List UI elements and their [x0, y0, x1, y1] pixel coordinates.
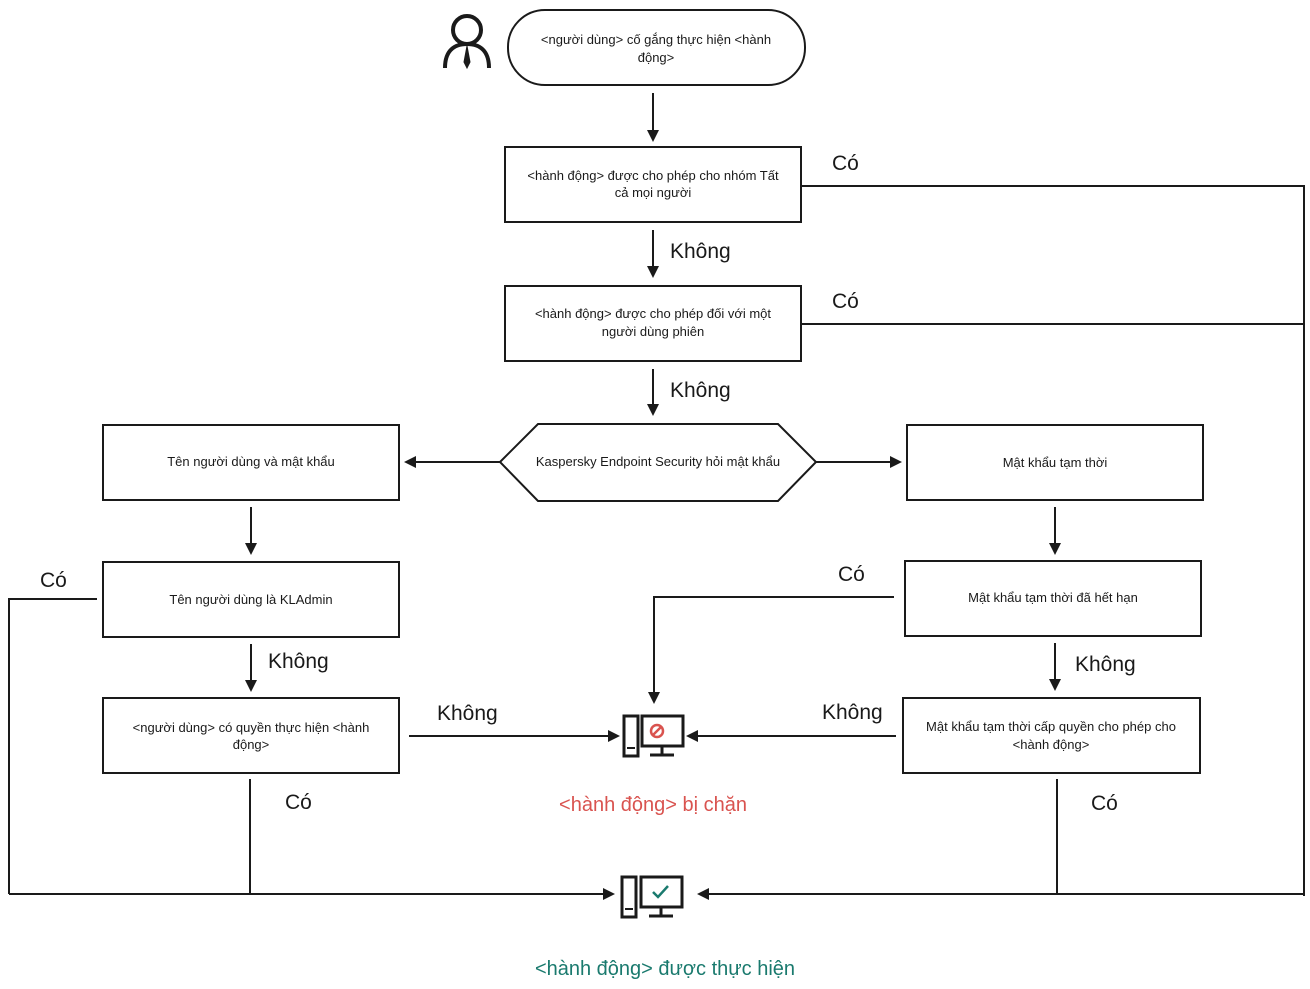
all-group-check: <hành động> được cho phép cho nhóm Tất c…: [504, 146, 802, 223]
session-user-check: <hành động> được cho phép đối với một ng…: [504, 285, 802, 362]
computer-blocked-icon: [622, 714, 685, 758]
label-no-user-rights: Không: [437, 702, 498, 725]
label-yes-kladmin: Có: [40, 569, 67, 592]
user-rights-line2: động>: [233, 737, 270, 752]
line-yes-all-group: [801, 185, 1305, 896]
label-no-temp-grants: Không: [822, 701, 883, 724]
all-group-line2: cả mọi người: [615, 185, 692, 200]
session-user-line1: <hành động> được cho phép đối với một: [535, 306, 771, 321]
outcome-blocked-label: <hành động> bị chặn: [559, 794, 747, 816]
label-no-temp-expired: Không: [1075, 653, 1136, 676]
line-yes-kladmin: [8, 598, 97, 894]
outcome-allowed-label: <hành động> được thực hiện: [535, 958, 795, 980]
label-no-kladmin: Không: [268, 650, 329, 673]
label-no-session: Không: [670, 379, 731, 402]
session-user-line2: người dùng phiên: [602, 324, 705, 339]
ask-password-text: Kaspersky Endpoint Security hỏi mật khẩu: [536, 454, 780, 469]
label-yes-all-group: Có: [832, 152, 859, 175]
start-node-line1: <người dùng> cố gắng thực hiện <hành: [541, 32, 771, 47]
kladmin-check: Tên người dùng là KLAdmin: [102, 561, 400, 638]
all-group-line1: <hành động> được cho phép cho nhóm Tất: [527, 168, 779, 183]
computer-allowed-icon: [620, 875, 684, 919]
label-yes-temp-expired: Có: [838, 563, 865, 586]
temp-grants-line1: Mật khẩu tạm thời cấp quyền cho phép cho: [926, 719, 1176, 734]
label-no-all-group: Không: [670, 240, 731, 263]
kladmin-text: Tên người dùng là KLAdmin: [169, 592, 332, 607]
temp-grants-check: Mật khẩu tạm thời cấp quyền cho phép cho…: [902, 697, 1201, 774]
temp-expired-check: Mật khẩu tạm thời đã hết hạn: [904, 560, 1202, 637]
label-yes-temp-grants: Có: [1091, 792, 1118, 815]
label-yes-user-rights: Có: [285, 791, 312, 814]
start-node-line2: động>: [638, 50, 675, 65]
temp-grants-line2: <hành động>: [1013, 737, 1090, 752]
arrow-temp-expired-yes: [648, 596, 894, 704]
temp-expired-text: Mật khẩu tạm thời đã hết hạn: [968, 590, 1138, 605]
label-yes-session: Có: [832, 290, 859, 313]
username-password-text: Tên người dùng và mật khẩu: [167, 454, 335, 469]
temp-password-node: Mật khẩu tạm thời: [906, 424, 1204, 501]
ask-password-node: Kaspersky Endpoint Security hỏi mật khẩu: [498, 423, 818, 502]
start-node: <người dùng> cố gắng thực hiện <hành độn…: [507, 9, 806, 86]
username-password-node: Tên người dùng và mật khẩu: [102, 424, 400, 501]
user-icon: [443, 14, 491, 70]
user-rights-line1: <người dùng> có quyền thực hiện <hành: [133, 720, 370, 735]
user-rights-check: <người dùng> có quyền thực hiện <hành độ…: [102, 697, 400, 774]
temp-password-text: Mật khẩu tạm thời: [1003, 455, 1108, 470]
